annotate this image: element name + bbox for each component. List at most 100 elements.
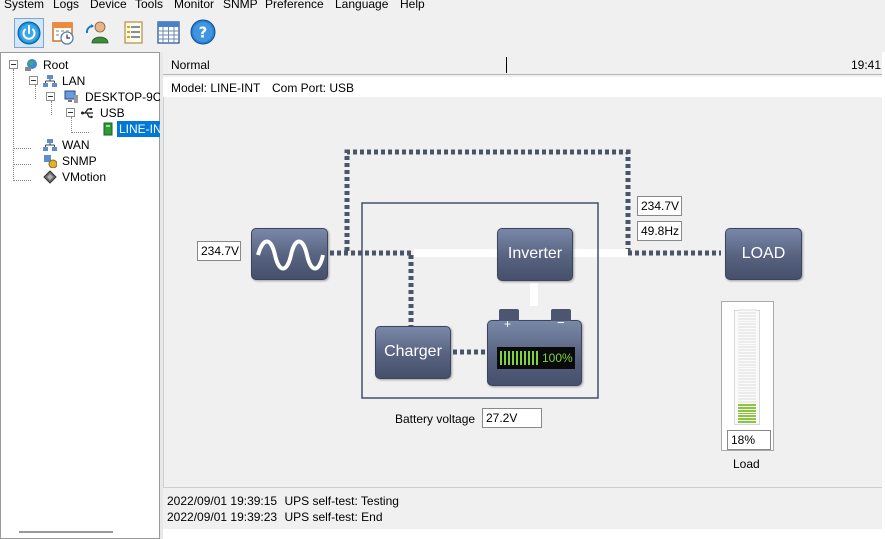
tree-root[interactable]: Root bbox=[1, 57, 159, 73]
tree-device-line-in[interactable]: LINE-IN bbox=[1, 121, 164, 137]
load-meter: 18% bbox=[721, 301, 774, 451]
load-scale-segment bbox=[738, 340, 756, 343]
log-scroll-region bbox=[163, 529, 885, 539]
load-caption: Load bbox=[733, 457, 760, 471]
vmotion-icon bbox=[43, 170, 57, 184]
load-scale-segment bbox=[738, 395, 756, 398]
usb-icon bbox=[81, 108, 93, 119]
log-entry[interactable]: 2022/09/01 19:39:23 UPS self-test: End bbox=[167, 510, 383, 524]
load-scale-segment bbox=[738, 406, 756, 409]
menu-preference[interactable]: Preference bbox=[265, 0, 324, 11]
menu-logs[interactable]: Logs bbox=[53, 0, 80, 11]
pane-splitter[interactable] bbox=[160, 52, 163, 539]
battery-bar-segment bbox=[536, 351, 538, 365]
schedule-button[interactable] bbox=[49, 18, 79, 48]
load-box: LOAD bbox=[725, 228, 802, 280]
load-scale-segment bbox=[738, 357, 756, 360]
load-scale-segment bbox=[738, 334, 756, 337]
load-scale-segment bbox=[738, 332, 756, 334]
device-info: Model: LINE-INT Com Port: USB bbox=[163, 77, 885, 97]
load-percent: 18% bbox=[727, 430, 771, 450]
status-time: 19:41 bbox=[850, 58, 881, 72]
load-scale-segment bbox=[738, 337, 756, 340]
tree-lan[interactable]: LAN bbox=[1, 73, 159, 89]
power-button[interactable] bbox=[14, 18, 44, 48]
network-icon bbox=[43, 75, 57, 87]
load-scale-segment bbox=[738, 372, 756, 375]
battery-plus-sign: + bbox=[504, 317, 512, 331]
event-log: 2022/09/01 19:39:15 UPS self-test: Testi… bbox=[163, 487, 885, 529]
charger-box: Charger bbox=[375, 326, 451, 379]
load-scale-segment bbox=[738, 412, 756, 415]
battery-bar-segment bbox=[528, 351, 530, 365]
battery-percent: 100% bbox=[542, 351, 573, 365]
ac-input-box bbox=[251, 228, 328, 280]
output-frequency: 49.8Hz bbox=[637, 221, 682, 241]
tree-scrollbar[interactable] bbox=[19, 531, 113, 533]
tree-vmotion[interactable]: VMotion bbox=[1, 169, 159, 185]
help-button[interactable]: ? bbox=[189, 18, 219, 48]
tree-desktop[interactable]: DESKTOP-9C bbox=[1, 89, 161, 105]
collapse-icon[interactable] bbox=[9, 60, 18, 69]
menu-device[interactable]: Device bbox=[90, 0, 127, 11]
load-scale-segment bbox=[738, 323, 756, 326]
menu-monitor[interactable]: Monitor bbox=[174, 0, 215, 11]
battery-bar-segment bbox=[516, 351, 518, 365]
load-scale-segment bbox=[738, 375, 756, 377]
network-icon bbox=[43, 139, 57, 151]
log-message: UPS self-test: End bbox=[284, 510, 383, 524]
table-button[interactable] bbox=[154, 18, 184, 48]
user-refresh-icon bbox=[85, 21, 109, 44]
battery-bar-segment bbox=[508, 351, 510, 365]
load-scale-segment bbox=[738, 317, 756, 320]
load-scale-segment bbox=[738, 329, 756, 331]
load-scale-segment bbox=[738, 409, 756, 412]
load-scale-segment bbox=[738, 309, 756, 311]
user-button[interactable] bbox=[84, 18, 114, 48]
log-time: 2022/09/01 19:39:15 bbox=[167, 494, 278, 508]
tree-wan[interactable]: WAN bbox=[1, 137, 159, 153]
load-scale-segment bbox=[738, 363, 756, 366]
load-scale-segment bbox=[738, 421, 756, 423]
load-scale-segment bbox=[738, 378, 756, 380]
battery-voltage-label: Battery voltage bbox=[395, 412, 476, 426]
load-scale-segment bbox=[738, 401, 756, 403]
battery-bar-segment bbox=[520, 351, 522, 365]
load-scale-segment bbox=[738, 355, 756, 357]
model-label: Model: LINE-INT bbox=[171, 81, 261, 95]
log-message: UPS self-test: Testing bbox=[284, 494, 399, 508]
right-edge bbox=[882, 52, 885, 539]
load-scale-segment bbox=[738, 389, 756, 392]
tree-usb[interactable]: USB bbox=[1, 105, 159, 121]
svg-text:?: ? bbox=[199, 24, 208, 42]
load-scale-segment bbox=[738, 352, 756, 354]
menu-bar: System Logs Device Tools Monitor SNMP Pr… bbox=[0, 0, 885, 13]
port-label: Com Port: USB bbox=[272, 81, 355, 95]
globe-icon bbox=[25, 59, 37, 71]
status-separator bbox=[506, 57, 507, 73]
list-button[interactable] bbox=[119, 18, 149, 48]
menu-help[interactable]: Help bbox=[400, 0, 425, 11]
menu-snmp[interactable]: SNMP bbox=[223, 0, 258, 11]
load-scale-segment bbox=[738, 343, 756, 346]
battery-level-bars bbox=[500, 351, 542, 365]
status-mode: Normal bbox=[171, 58, 210, 72]
collapse-icon[interactable] bbox=[46, 92, 55, 101]
battery-bar-segment bbox=[532, 351, 534, 365]
battery-terminal-minus bbox=[551, 309, 571, 321]
sine-wave-icon bbox=[256, 239, 325, 271]
menu-system[interactable]: System bbox=[4, 0, 45, 11]
battery-bar-segment bbox=[500, 351, 502, 365]
log-entry[interactable]: 2022/09/01 19:39:15 UPS self-test: Testi… bbox=[167, 494, 399, 508]
load-scale-segment bbox=[738, 314, 756, 317]
battery-level-display: 100% bbox=[497, 347, 575, 369]
device-tree: Root LAN DESKTOP-9C USB bbox=[0, 52, 164, 539]
battery-voltage: 27.2V bbox=[482, 408, 542, 428]
collapse-icon[interactable] bbox=[66, 108, 75, 117]
tree-snmp[interactable]: SNMP bbox=[1, 153, 159, 169]
menu-language[interactable]: Language bbox=[335, 0, 389, 11]
menu-tools[interactable]: Tools bbox=[135, 0, 164, 11]
collapse-icon[interactable] bbox=[29, 76, 38, 85]
load-scale-segment bbox=[738, 369, 756, 372]
output-voltage: 234.7V bbox=[637, 196, 682, 216]
